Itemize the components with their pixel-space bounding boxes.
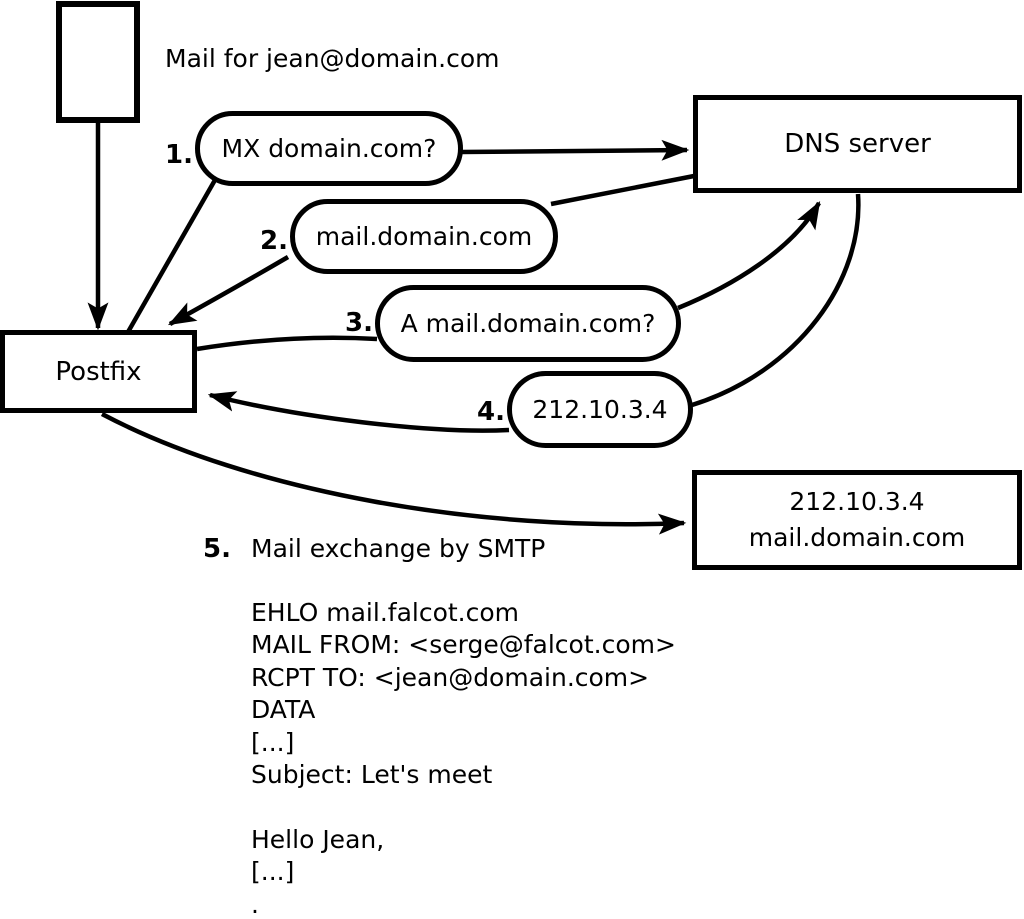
- line-dns-to-answer4: [691, 193, 861, 408]
- mail-envelope-shape: [56, 1, 140, 123]
- smtp-line: DATA: [251, 695, 316, 725]
- line-postfix-to-query1: [126, 178, 217, 334]
- smtp-line: MAIL FROM: <serge@falcot.com>: [251, 630, 676, 660]
- line-postfix-to-query3: [196, 335, 378, 352]
- smtp-line: Hello Jean,: [251, 824, 385, 854]
- step-1-query-label: MX domain.com?: [221, 134, 437, 163]
- step-2-answer-label: mail.domain.com: [315, 222, 533, 251]
- dns-server-node: DNS server: [693, 95, 1022, 193]
- step-1-query-bubble: MX domain.com?: [195, 111, 463, 186]
- step-4-number: 4.: [477, 397, 505, 427]
- arrow-postfix-to-mailserver: [100, 412, 687, 535]
- mail-for-label: Mail for jean@domain.com: [165, 44, 500, 73]
- step-2-number: 2.: [260, 226, 288, 256]
- smtp-line: [...]: [251, 727, 295, 757]
- step-2-answer-bubble: mail.domain.com: [290, 199, 558, 274]
- smtp-line: RCPT TO: <jean@domain.com>: [251, 662, 650, 692]
- smtp-line-terminator: .: [251, 889, 259, 919]
- step-1-number: 1.: [165, 140, 193, 170]
- arrow-answer2-to-postfix: [167, 255, 290, 326]
- dns-server-label: DNS server: [784, 129, 931, 159]
- step-5-number: 5.: [203, 534, 231, 564]
- step-3-number: 3.: [345, 308, 373, 338]
- line-dns-to-answer2: [550, 173, 695, 207]
- arrow-query1-to-dns: [460, 139, 690, 161]
- mail-server-hostname: mail.domain.com: [748, 523, 966, 552]
- smtp-line: [...]: [251, 857, 295, 887]
- smtp-session-text: EHLO mail.falcot.com MAIL FROM: <serge@f…: [251, 597, 676, 919]
- smtp-line: EHLO mail.falcot.com: [251, 598, 520, 627]
- step-3-query-label: A mail.domain.com?: [400, 309, 656, 338]
- smtp-line: Subject: Let's meet: [251, 759, 493, 789]
- mail-server-ip: 212.10.3.4: [789, 487, 925, 516]
- arrow-query3-to-dns: [677, 200, 821, 311]
- step-4-answer-label: 212.10.3.4: [532, 395, 668, 424]
- postfix-node: Postfix: [0, 330, 197, 413]
- arrow-answer4-to-postfix: [207, 391, 510, 433]
- step-5-label: Mail exchange by SMTP: [251, 534, 546, 563]
- step-3-query-bubble: A mail.domain.com?: [375, 285, 681, 362]
- smtp-line-blank: [251, 791, 676, 823]
- mail-server-node: 212.10.3.4 mail.domain.com: [692, 470, 1022, 570]
- step-4-answer-bubble: 212.10.3.4: [507, 371, 693, 448]
- postfix-node-label: Postfix: [55, 356, 142, 387]
